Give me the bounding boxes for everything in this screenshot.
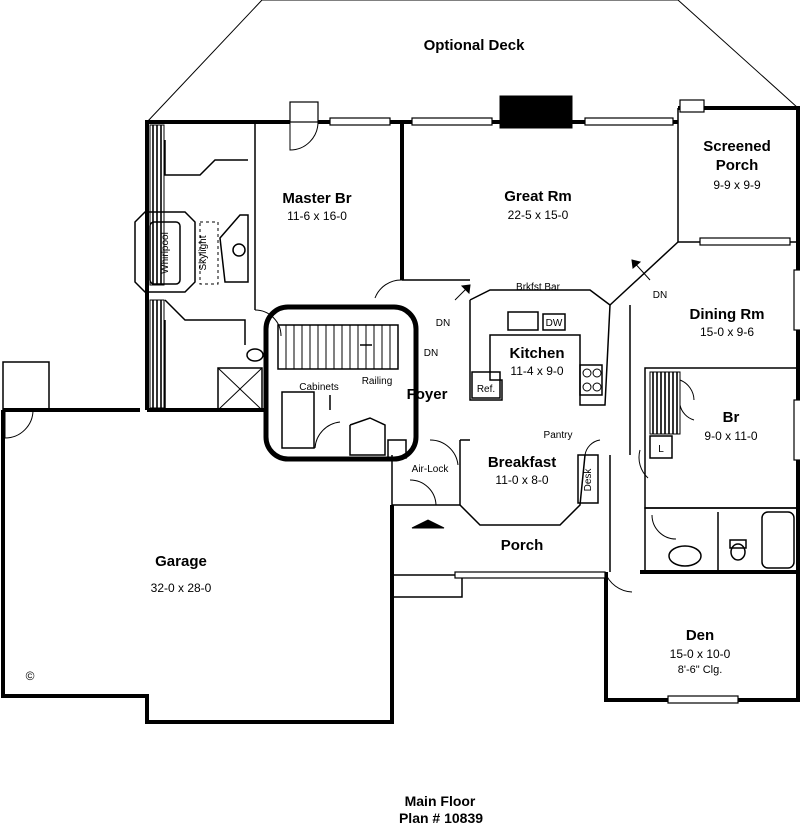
- kitchen-dims: 11-4 x 9-0: [510, 364, 563, 378]
- great-rm-name: Great Rm: [504, 188, 572, 205]
- garage-name: Garage: [155, 553, 207, 570]
- kitchen-name: Kitchen: [509, 345, 564, 362]
- stair-treads: [285, 325, 391, 369]
- windows: [289, 99, 800, 704]
- dining-rm-name: Dining Rm: [690, 306, 765, 323]
- copyright-mark: ©: [26, 669, 35, 683]
- dn-label-1: DN: [436, 318, 450, 329]
- dn-label-3: DN: [653, 290, 667, 301]
- master-br-name: Master Br: [282, 190, 351, 207]
- screened-porch-name-2: Porch: [716, 157, 759, 174]
- breakfast-dims: 11-0 x 8-0: [495, 473, 548, 487]
- den-ceiling: 8'-6" Clg.: [678, 664, 723, 676]
- air-lock-label: Air-Lock: [412, 464, 450, 475]
- brkfst-bar-label: Brkfst Bar: [516, 282, 561, 293]
- dw-label: DW: [546, 318, 563, 329]
- dn-label-2: DN: [424, 348, 438, 359]
- skylight-label: Skylight: [198, 235, 209, 270]
- den-name: Den: [686, 627, 714, 644]
- master-br-dims: 11-6 x 16-0: [287, 209, 347, 223]
- kitchen-counters: [469, 289, 611, 406]
- foyer-name: Foyer: [407, 386, 448, 403]
- fireplace: [499, 95, 573, 129]
- interior-walls: [164, 122, 799, 573]
- optional-deck: [146, 0, 799, 123]
- screened-porch-name-1: Screened: [703, 138, 771, 155]
- exterior-walls: [1, 106, 800, 724]
- door-swings: [4, 121, 695, 593]
- br-name: Br: [723, 409, 740, 426]
- garage-dims: 32-0 x 28-0: [151, 581, 212, 595]
- den-dims: 15-0 x 10-0: [670, 647, 731, 661]
- porch-name: Porch: [501, 537, 544, 554]
- great-rm-dims: 22-5 x 15-0: [508, 208, 569, 222]
- whirlpool-label: Whirlpool: [160, 232, 171, 274]
- l-label: L: [658, 444, 664, 455]
- pantry-label: Pantry: [544, 430, 573, 441]
- master-bath-fixtures: [134, 124, 264, 409]
- breakfast-name: Breakfast: [488, 454, 556, 471]
- cabinets-label: Cabinets: [299, 382, 338, 393]
- footer-main-floor: Main Floor: [405, 793, 476, 809]
- stair-arrows: [411, 259, 651, 529]
- ref-label: Ref.: [477, 384, 495, 395]
- br-dims: 9-0 x 11-0: [704, 429, 757, 443]
- railing-label: Railing: [362, 376, 393, 387]
- screened-porch-dims: 9-9 x 9-9: [713, 178, 761, 192]
- deck-label: Optional Deck: [424, 37, 526, 54]
- dining-rm-dims: 15-0 x 9-6: [700, 325, 754, 339]
- footer-plan-number: Plan # 10839: [399, 810, 483, 826]
- desk-label: Desk: [583, 468, 594, 492]
